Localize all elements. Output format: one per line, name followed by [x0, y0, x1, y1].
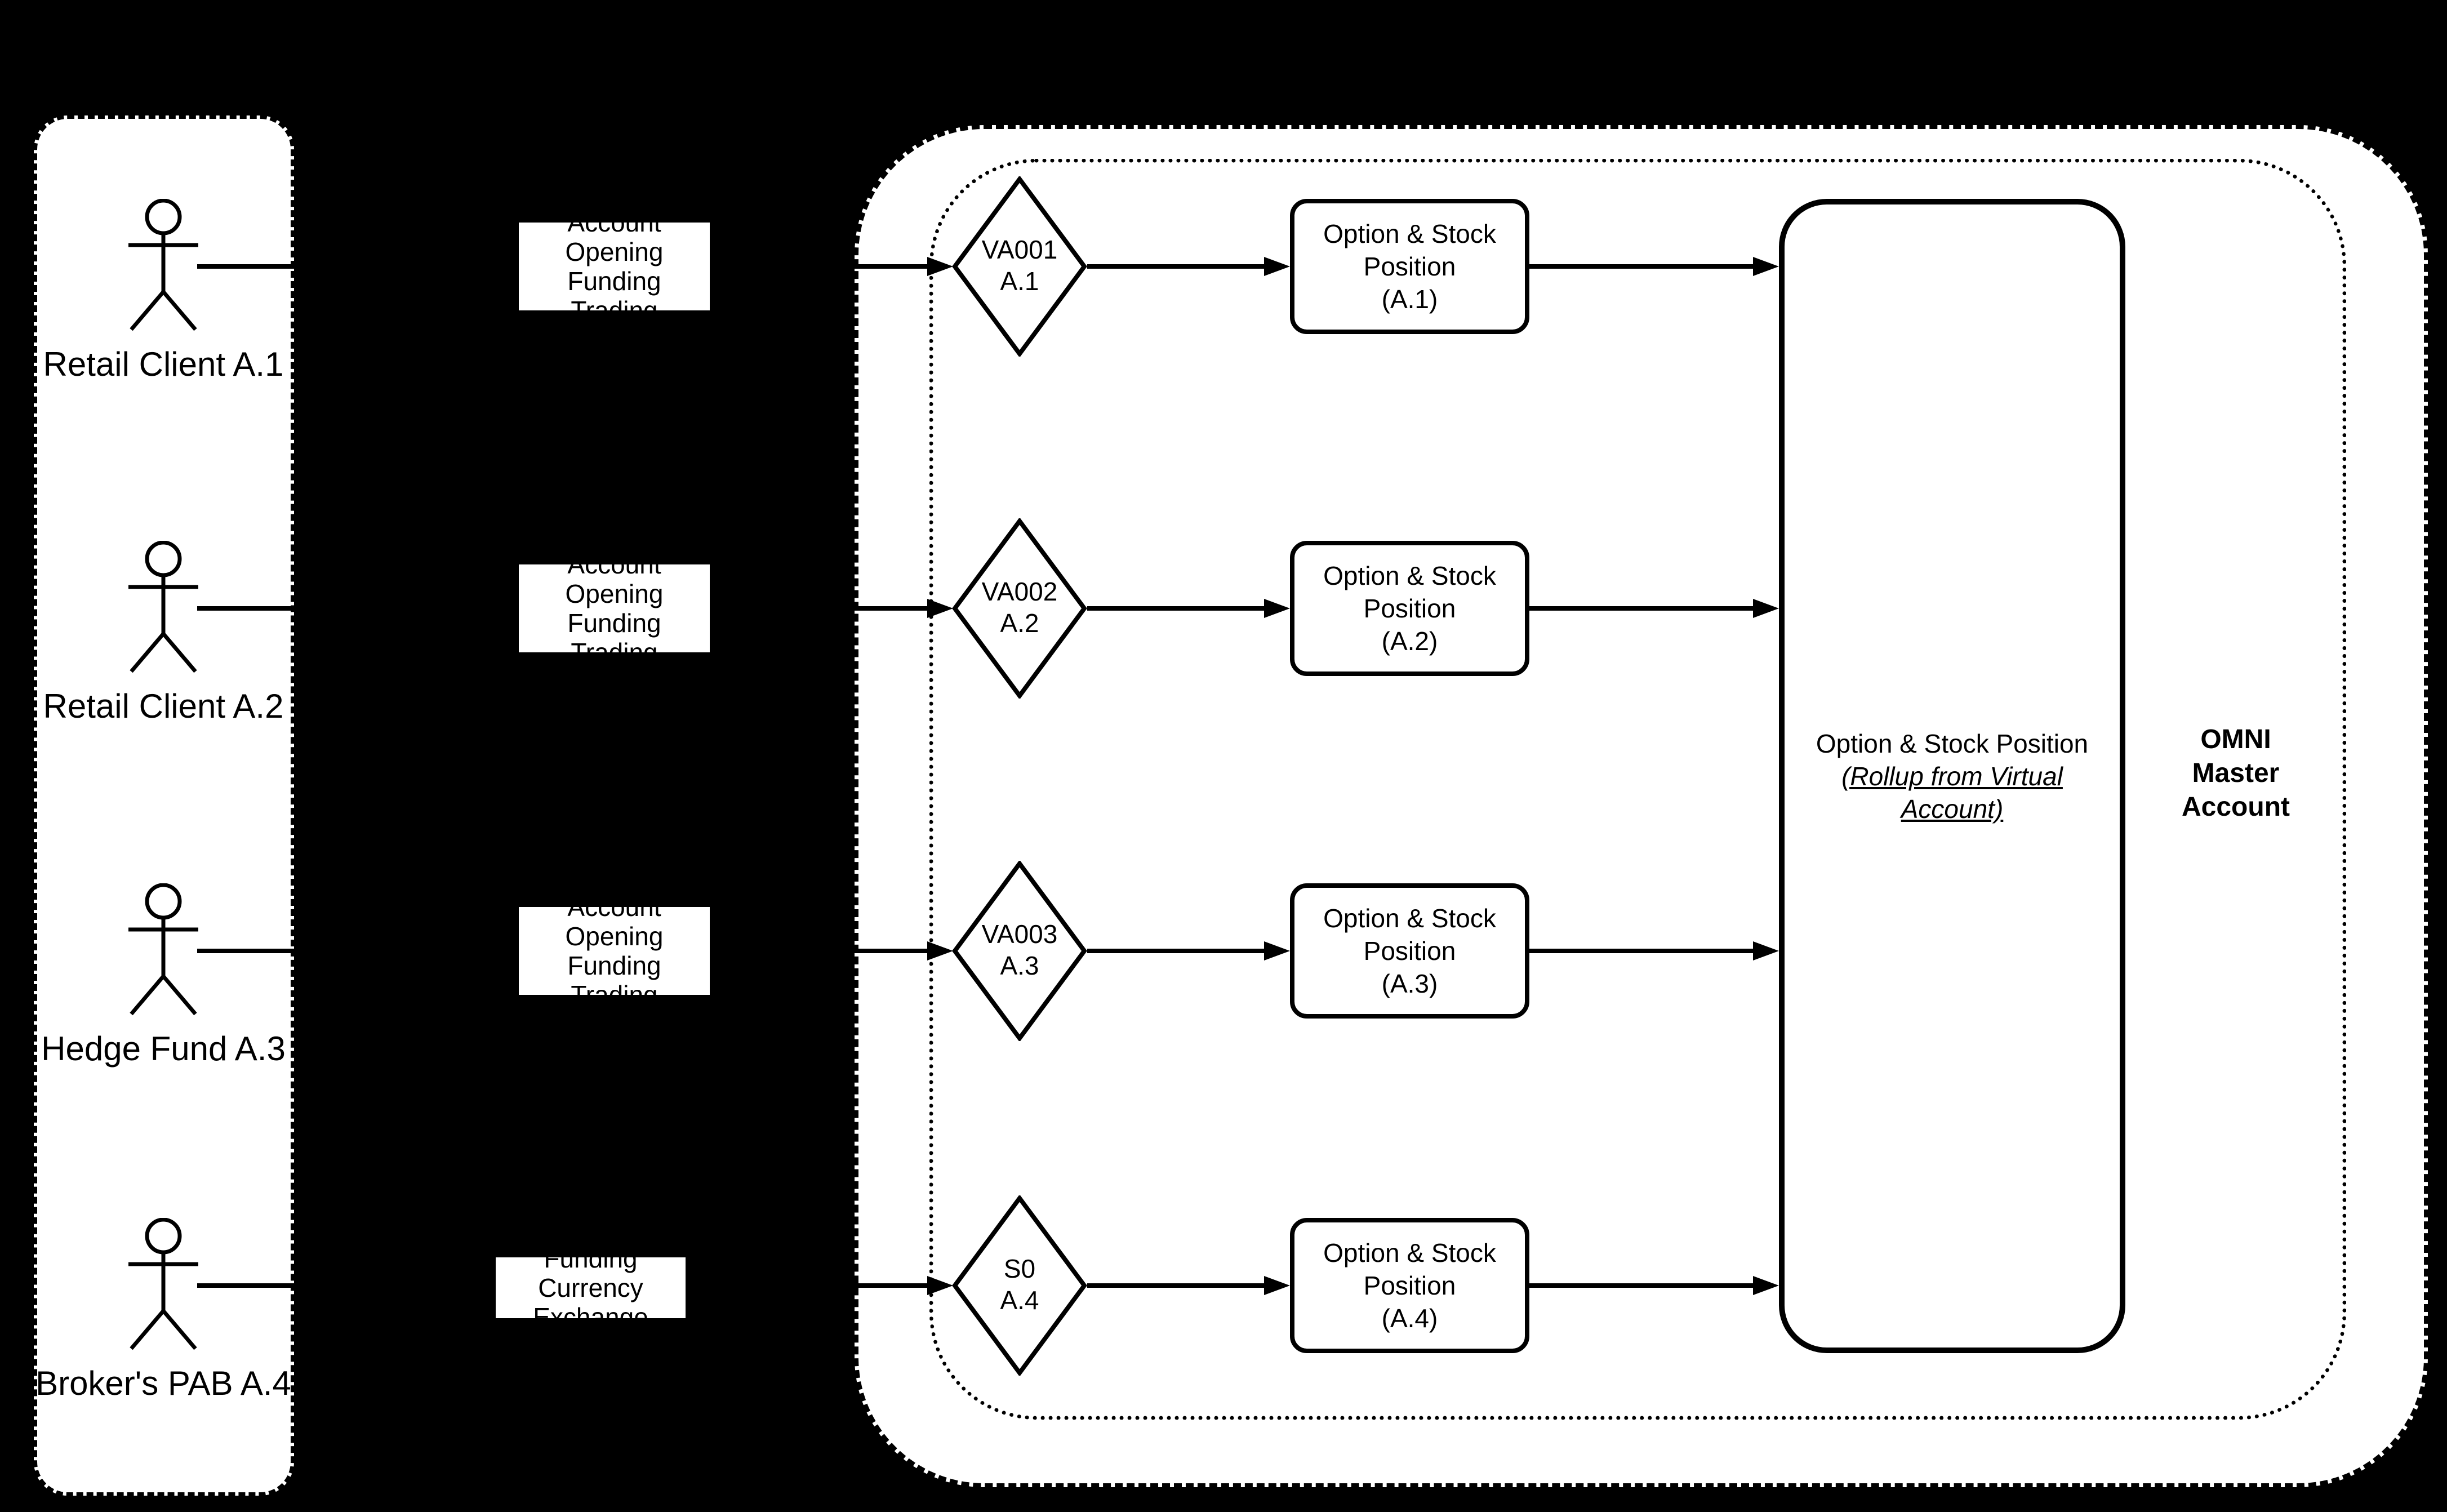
arrowhead-icon [1753, 599, 1779, 618]
arrowhead-icon [1753, 941, 1779, 960]
actor-stick-figure-icon [96, 541, 231, 676]
virtual-account-diamond [952, 860, 1087, 1042]
connector-diamond-to-position [1087, 264, 1266, 269]
actor-label: Broker's PAB A.4 [35, 1364, 291, 1402]
rollup-position-box: Option & Stock Position (Rollup from Vir… [1779, 199, 2125, 1353]
virtual-account-label: VA002 A.2 [981, 577, 1058, 638]
omni-master-account-label: OMNI Master Account [2182, 724, 2290, 822]
connector-position-to-rollup [1529, 1283, 1755, 1288]
connector-message-label: Funding Currency Exchange [496, 1244, 686, 1332]
virtual-account-label: S0 A.4 [1000, 1254, 1039, 1315]
connector-message-label: Account Opening Funding Trading [519, 892, 710, 1010]
position-box: Option & Stock Position (A.3) [1290, 883, 1529, 1019]
rollup-position-text: Option & Stock Position (Rollup from Vir… [1816, 727, 2088, 825]
connector-position-to-rollup [1529, 606, 1755, 611]
actor-stick-figure-icon [96, 883, 231, 1019]
arrowhead-icon [927, 1276, 953, 1295]
arrowhead-icon [1264, 941, 1290, 960]
rollup-line2: (Rollup from Virtual [1841, 761, 2063, 791]
connector-diamond-to-position [1087, 949, 1266, 953]
virtual-account-diamond [952, 1194, 1087, 1377]
connector-message-label: Account Opening Funding Trading [519, 208, 710, 325]
rollup-line3: Account) [1901, 794, 2004, 824]
arrowhead-icon [927, 941, 953, 960]
virtual-account-diamond [952, 175, 1087, 358]
arrowhead-icon [1264, 599, 1290, 618]
actor-label: Retail Client A.1 [43, 345, 284, 383]
arrowhead-icon [927, 599, 953, 618]
actor-label: Retail Client A.2 [43, 687, 284, 725]
connector-position-to-rollup [1529, 264, 1755, 269]
connector-message-label: Account Opening Funding Trading [519, 550, 710, 667]
connector-diamond-to-position [1087, 606, 1266, 611]
virtual-account-label: VA003 A.3 [981, 919, 1058, 980]
position-box: Option & Stock Position (A.4) [1290, 1218, 1529, 1353]
arrowhead-icon [1264, 1276, 1290, 1295]
actor-label: Hedge Fund A.3 [41, 1030, 286, 1068]
actor-stick-figure-icon [96, 1218, 231, 1353]
arrowhead-icon [927, 257, 953, 276]
virtual-account-diamond [952, 517, 1087, 700]
position-box: Option & Stock Position (A.2) [1290, 541, 1529, 676]
position-box: Option & Stock Position (A.1) [1290, 199, 1529, 334]
arrowhead-icon [1264, 257, 1290, 276]
actor-stick-figure-icon [96, 199, 231, 334]
arrowhead-icon [1753, 257, 1779, 276]
connector-position-to-rollup [1529, 949, 1755, 953]
virtual-account-label: VA001 A.1 [981, 235, 1058, 296]
arrowhead-icon [1753, 1276, 1779, 1295]
rollup-line1: Option & Stock Position [1816, 728, 2089, 758]
connector-diamond-to-position [1087, 1283, 1266, 1288]
